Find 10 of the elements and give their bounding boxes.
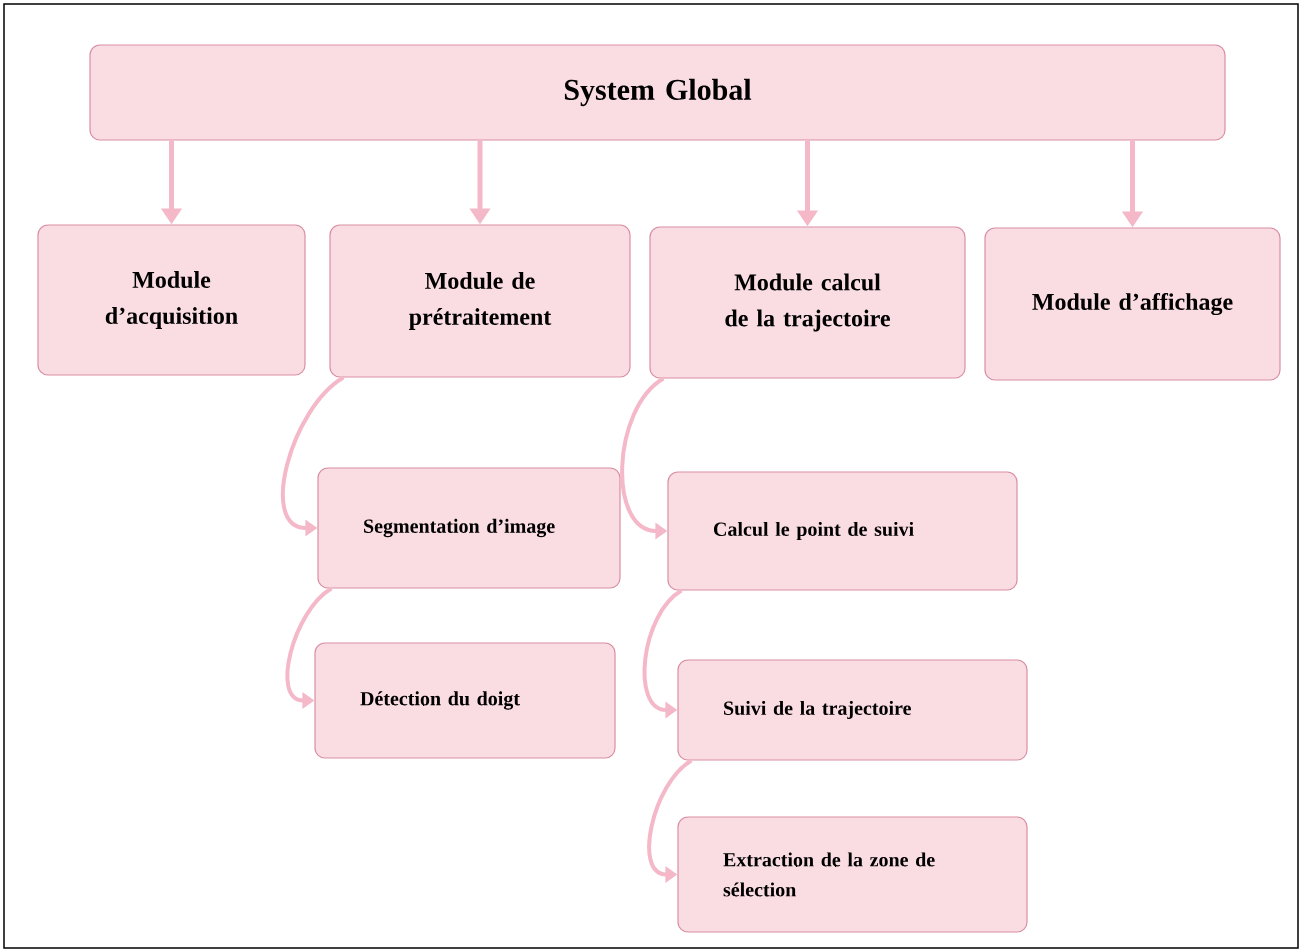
module-box: Module calcul de la trajectoire [649,226,966,379]
step-box: Détection du doigt [314,642,616,759]
step-box: Calcul le point de suivi [667,471,1018,591]
step-box: Segmentation d’image [317,467,621,589]
step-box: Extraction de la zone de sélection [677,816,1028,933]
step-box: Suivi de la trajectoire [677,659,1028,761]
module-box: Module d’affichage [984,227,1281,381]
module-box: Module de prétraitement [329,224,631,378]
title-band: System Global [89,44,1226,141]
module-box: Module d’acquisition [37,224,306,376]
